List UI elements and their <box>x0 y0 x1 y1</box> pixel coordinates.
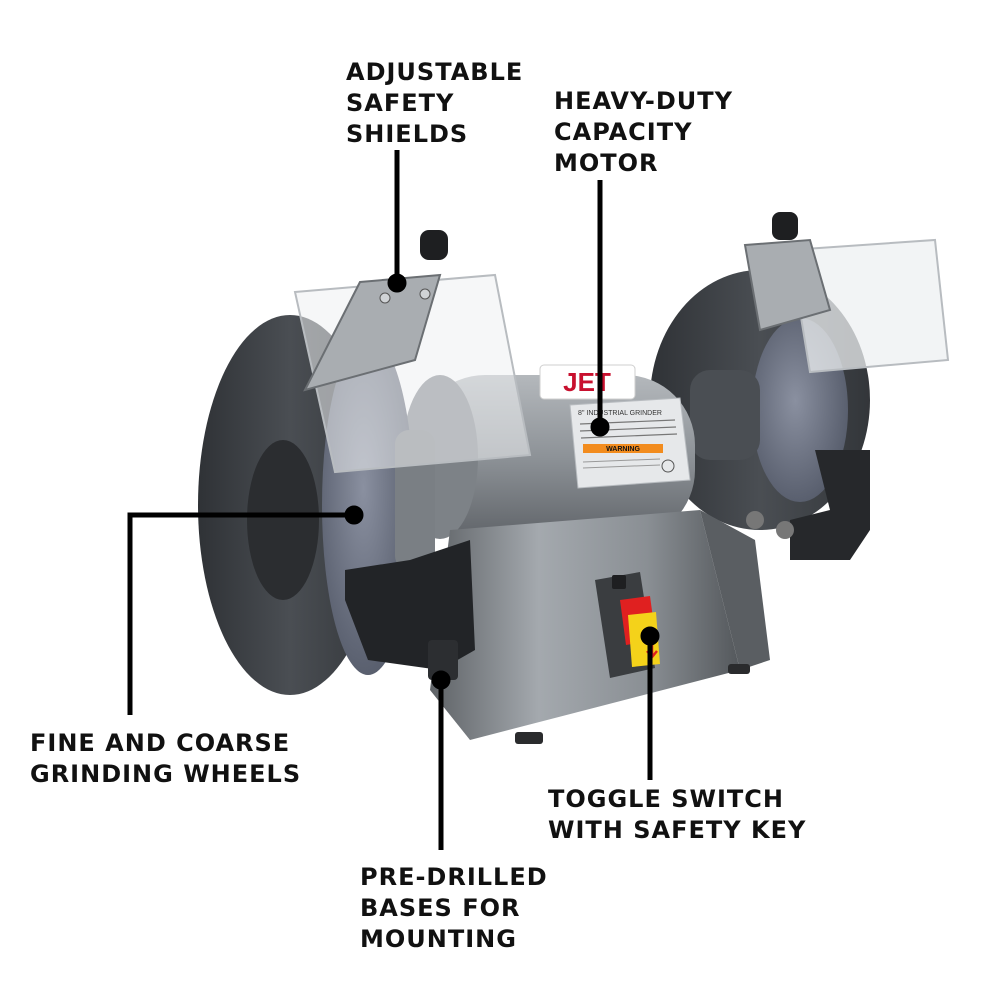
callout-line: GRINDING WHEELS <box>30 760 302 788</box>
cert-mark <box>661 459 675 473</box>
left-tool-rest <box>345 540 475 670</box>
spec-label-title: 8" INDUSTRIAL GRINDER <box>578 410 662 417</box>
right-shield-glass <box>788 238 950 374</box>
leader-dot-wheels <box>344 505 364 525</box>
spec-line-5 <box>582 464 661 469</box>
left-shield-bracket <box>303 273 442 392</box>
base-pedestal <box>430 510 740 740</box>
callout-line: CAPACITY <box>554 118 693 146</box>
callout-line: BASES FOR <box>360 894 521 922</box>
callout-line: SAFETY <box>346 89 455 117</box>
switch-key-slot <box>612 575 626 589</box>
base-side <box>700 510 770 670</box>
left-safety-shield <box>293 230 532 474</box>
callout-line: WITH SAFETY KEY <box>548 816 807 844</box>
callout-line: FINE AND COARSE <box>30 729 291 757</box>
left-shield-knob <box>420 230 448 260</box>
callout-line: HEAVY-DUTY <box>554 87 733 115</box>
callout-heavy-duty-motor: HEAVY-DUTY CAPACITY MOTOR <box>554 86 733 179</box>
leader-dot-shields <box>387 273 407 293</box>
callout-pre-drilled-bases: PRE-DRILLED BASES FOR MOUNTING <box>360 862 548 955</box>
right-safety-shield <box>743 212 950 374</box>
shield-screw-2 <box>419 288 431 300</box>
leader-dot-bases <box>431 670 451 690</box>
callout-line: MOUNTING <box>360 925 517 953</box>
spec-line-4 <box>582 458 661 463</box>
right-shield-knob <box>772 212 798 240</box>
callout-toggle-switch: TOGGLE SWITCH WITH SAFETY KEY <box>548 784 806 846</box>
right-tool-rest <box>790 450 870 560</box>
right-spindle-housing <box>690 370 760 460</box>
shield-screw-1 <box>379 292 391 304</box>
brand-badge <box>539 364 636 400</box>
warning-strip <box>583 444 663 453</box>
right-shield-bracket <box>743 238 832 332</box>
leader-lines <box>127 150 660 850</box>
right-rest-bolt <box>746 511 764 529</box>
brand-logo: JET <box>563 367 611 397</box>
callout-line: MOTOR <box>554 149 659 177</box>
warning-text: WARNING <box>606 446 640 453</box>
callout-line: PRE-DRILLED <box>360 863 548 891</box>
left-guard-hub <box>247 440 319 600</box>
leader-dot-motor <box>590 417 610 437</box>
base-foot-right <box>728 664 750 674</box>
callout-line: ADJUSTABLE <box>346 58 524 86</box>
left-rest-bracket <box>428 640 458 680</box>
callout-line: TOGGLE SWITCH <box>548 785 784 813</box>
callout-grinding-wheels: FINE AND COARSE GRINDING WHEELS <box>30 728 301 790</box>
spec-line-3 <box>580 433 678 439</box>
leader-dot-switch <box>640 626 660 646</box>
callout-adjustable-safety-shields: ADJUSTABLE SAFETY SHIELDS <box>346 57 523 150</box>
callout-line: SHIELDS <box>346 120 469 148</box>
grinder-base <box>430 510 770 744</box>
leader-line-wheels <box>127 512 350 715</box>
spec-label: 8" INDUSTRIAL GRINDER WARNING <box>569 397 691 489</box>
base-foot-left <box>515 732 543 744</box>
right-rest-bolt-2 <box>776 521 794 539</box>
